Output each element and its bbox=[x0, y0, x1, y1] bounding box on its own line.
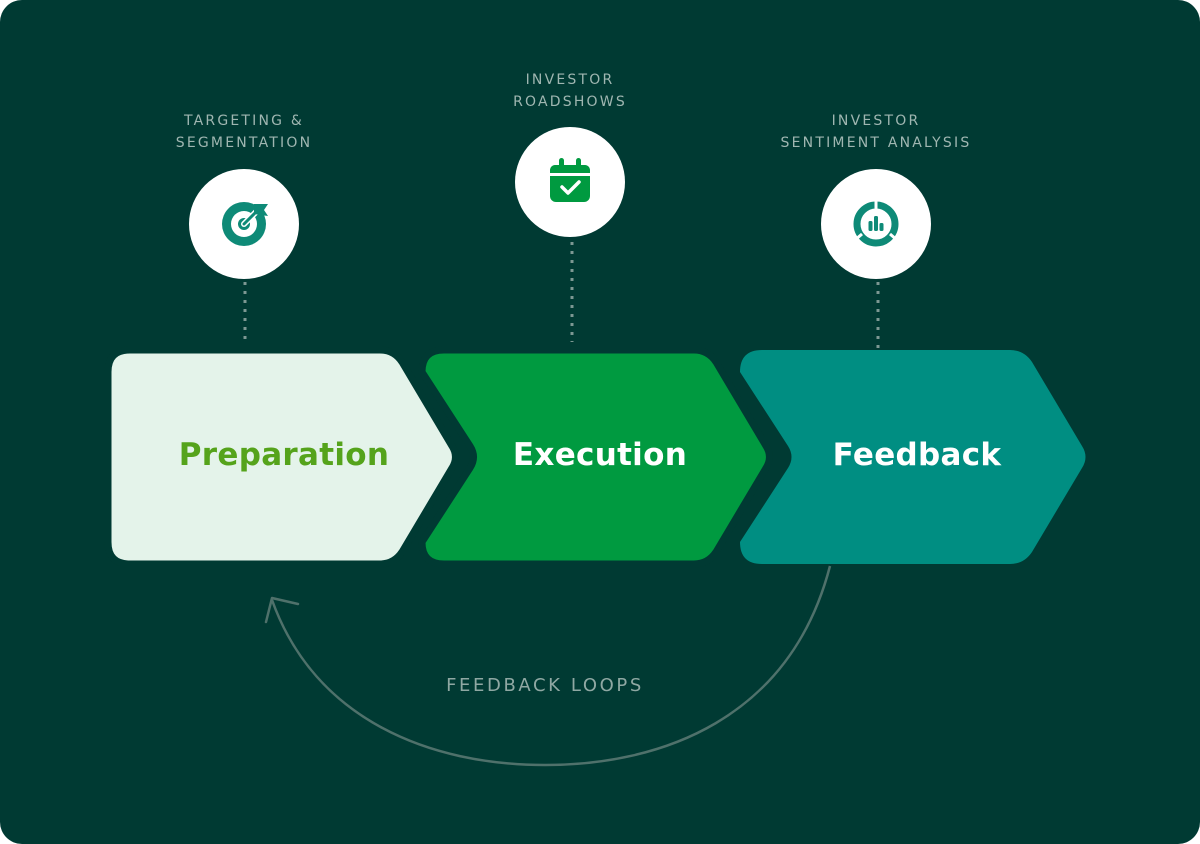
feedback-loop-arc bbox=[270, 565, 832, 767]
stage-execution-shape bbox=[418, 346, 773, 568]
stage-label-preparation: Preparation bbox=[178, 437, 390, 473]
milestone-caption-line: INVESTOR bbox=[525, 72, 615, 88]
milestone-caption-line: SENTIMENT ANALYSIS bbox=[780, 135, 972, 151]
donut-chart-icon bbox=[853, 200, 899, 247]
milestone-caption-targeting: TARGETING & SEGMENTATION bbox=[94, 110, 394, 154]
milestone-caption-line: ROADSHOWS bbox=[513, 94, 627, 110]
target-icon bbox=[222, 202, 268, 246]
stage-label-feedback: Feedback bbox=[832, 437, 1002, 473]
stage-preparation-shape bbox=[104, 346, 459, 568]
calendar-check-icon bbox=[550, 158, 590, 202]
stage-feedback-shape bbox=[740, 350, 1086, 564]
milestone-caption-line: SEGMENTATION bbox=[175, 135, 313, 151]
milestone-caption-line: INVESTOR bbox=[831, 113, 921, 129]
feedback-loop-label: FEEDBACK LOOPS bbox=[446, 675, 644, 696]
milestone-caption-sentiment: INVESTOR SENTIMENT ANALYSIS bbox=[726, 110, 1026, 154]
milestone-caption-line: TARGETING & bbox=[183, 113, 305, 129]
feedback-loop-arrowhead bbox=[264, 596, 300, 624]
stage-label-execution: Execution bbox=[512, 437, 688, 473]
milestone-caption-roadshows: INVESTOR ROADSHOWS bbox=[420, 69, 720, 113]
